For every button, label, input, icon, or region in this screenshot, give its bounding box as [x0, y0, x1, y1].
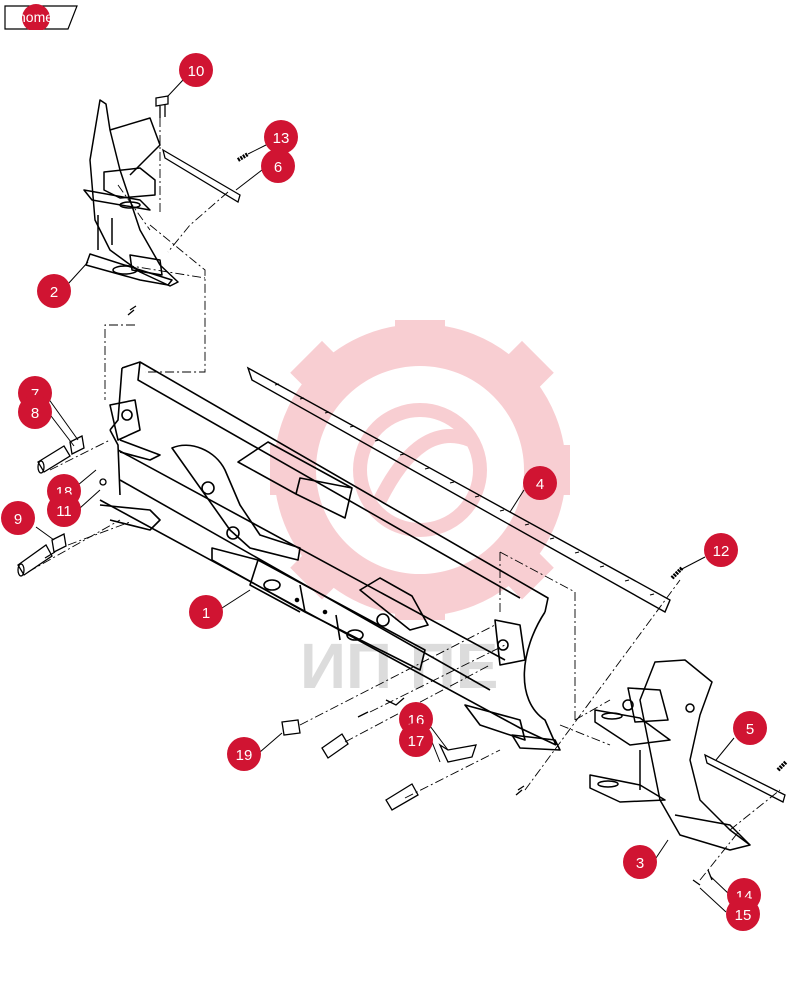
hardware: [17, 95, 788, 886]
callout-12-label: 12: [713, 543, 730, 560]
callout-11-label: 11: [56, 503, 72, 520]
home-label: home: [18, 9, 54, 25]
home-button[interactable]: home: [4, 4, 80, 30]
wear-plate-6: [161, 148, 241, 203]
watermark-logo: [270, 320, 570, 620]
callout-1[interactable]: 1: [189, 595, 223, 629]
callout-9-label: 9: [14, 511, 22, 528]
callout-19[interactable]: 19: [227, 737, 261, 771]
callout-17-label: 17: [408, 733, 425, 750]
callout-3-label: 3: [636, 855, 644, 872]
callout-1-label: 1: [202, 605, 210, 622]
blade-frame: [99, 361, 561, 751]
left-end-bit: [83, 99, 179, 287]
callout-7-label: 7: [31, 386, 39, 403]
callout-4[interactable]: 4: [523, 466, 557, 500]
callout-8-label: 8: [31, 405, 39, 422]
callout-15[interactable]: 15: [726, 897, 760, 931]
callout-19-label: 19: [236, 747, 253, 764]
home-button-frame: [4, 4, 78, 30]
callout-13-label: 13: [273, 130, 290, 147]
callout-9[interactable]: 9: [1, 501, 35, 535]
callout-5[interactable]: 5: [733, 711, 767, 745]
wear-plate-5: [704, 753, 786, 803]
leader-lines: [35, 79, 735, 913]
callout-10-label: 10: [188, 63, 205, 80]
callout-5-label: 5: [746, 721, 754, 738]
cutting-edge: [246, 366, 671, 613]
callout-10[interactable]: 10: [179, 53, 213, 87]
watermark-text: ИП ПЕ: [300, 630, 498, 702]
callout-13[interactable]: 13: [264, 120, 298, 154]
callout-2-label: 2: [50, 284, 58, 301]
right-end-bit: [589, 659, 751, 851]
callout-3[interactable]: 3: [623, 845, 657, 879]
callout-11[interactable]: 11: [47, 493, 81, 527]
callout-4-label: 4: [536, 476, 544, 493]
assembly-lines: [27, 118, 781, 881]
callout-2[interactable]: 2: [37, 274, 71, 308]
callout-15-label: 15: [735, 907, 752, 924]
callout-8[interactable]: 8: [18, 395, 52, 429]
callout-6-label: 6: [274, 159, 282, 176]
callout-6[interactable]: 6: [261, 149, 295, 183]
callout-17[interactable]: 17: [399, 723, 433, 757]
callout-12[interactable]: 12: [704, 533, 738, 567]
